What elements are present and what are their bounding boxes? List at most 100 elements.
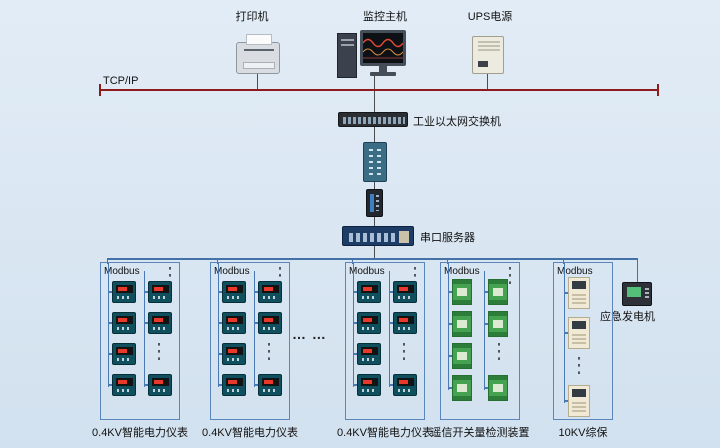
meter-buttons bbox=[117, 389, 132, 392]
tcpip-endcap-left bbox=[99, 84, 101, 96]
modbus-group-1: Modbus⋮⋮ bbox=[100, 262, 180, 420]
power-meter bbox=[148, 312, 172, 334]
power-meter bbox=[258, 374, 282, 396]
meter-digits bbox=[118, 318, 127, 322]
modbus-group-5: Modbus⋮ bbox=[553, 262, 613, 420]
modbus-drop-line bbox=[447, 258, 448, 264]
meter-buttons bbox=[398, 296, 413, 299]
protection-relay bbox=[568, 277, 590, 309]
device-connector-stub bbox=[484, 291, 488, 293]
meter-digits bbox=[228, 287, 237, 291]
power-meter bbox=[222, 374, 246, 396]
meter-buttons bbox=[227, 389, 242, 392]
device-connector-stub bbox=[448, 355, 452, 357]
meter-buttons bbox=[117, 358, 132, 361]
device-connector-stub bbox=[144, 322, 148, 324]
backbone-segment bbox=[374, 127, 375, 142]
tcpip-label: TCP/IP bbox=[103, 75, 139, 87]
remote-signal-module bbox=[452, 279, 472, 305]
modbus-branch-line bbox=[448, 263, 449, 390]
meter-digits bbox=[363, 380, 372, 384]
power-meter bbox=[393, 281, 417, 303]
device-connector-stub bbox=[108, 322, 112, 324]
terminal-strip bbox=[489, 300, 507, 304]
modbus-drop-line bbox=[107, 258, 108, 264]
remote-signal-module bbox=[488, 279, 508, 305]
terminal-strip bbox=[453, 396, 471, 400]
terminal-strip bbox=[453, 332, 471, 336]
device-connector-stub bbox=[108, 384, 112, 386]
meter-digits bbox=[154, 380, 163, 384]
device-connector-stub bbox=[108, 353, 112, 355]
device-connector-stub bbox=[254, 322, 258, 324]
tower-drive-slot bbox=[341, 44, 354, 46]
modbus-label: Modbus bbox=[557, 266, 593, 277]
serial-server-label: 串口服务器 bbox=[420, 232, 475, 244]
remote-signal-module bbox=[488, 375, 508, 401]
device-connector-stub bbox=[108, 291, 112, 293]
relay-vents bbox=[572, 402, 586, 412]
ethernet-switch-label: 工业以太网交换机 bbox=[413, 116, 501, 128]
tower-drive-slot bbox=[341, 39, 354, 41]
relay-display bbox=[572, 321, 586, 329]
power-meter bbox=[357, 281, 381, 303]
terminal-strip bbox=[453, 312, 471, 316]
terminal-strip bbox=[453, 300, 471, 304]
switch-ports bbox=[343, 117, 405, 124]
power-meter bbox=[393, 374, 417, 396]
backbone-segment bbox=[374, 246, 375, 258]
device-connector-stub bbox=[353, 291, 357, 293]
module-label-area bbox=[493, 320, 503, 328]
terminal-strip bbox=[453, 280, 471, 284]
module-label-area bbox=[457, 288, 467, 296]
ellipsis-vertical-icon: ⋮ bbox=[397, 338, 411, 363]
device-connector-stub bbox=[353, 353, 357, 355]
ups-icon bbox=[472, 36, 504, 74]
device-connector-stub bbox=[254, 384, 258, 386]
meter-digits bbox=[228, 380, 237, 384]
monitor-uplink-line bbox=[374, 76, 375, 90]
device-connector-stub bbox=[564, 292, 568, 294]
meter-buttons bbox=[153, 296, 168, 299]
power-meter bbox=[357, 374, 381, 396]
meter-digits bbox=[228, 318, 237, 322]
device-connector-stub bbox=[484, 387, 488, 389]
group-caption: 0.4KV智能电力仪表 bbox=[337, 427, 433, 439]
power-meter bbox=[148, 281, 172, 303]
modbus-branch-line bbox=[144, 271, 145, 387]
modbus-branch-line bbox=[353, 263, 354, 387]
generator-drop-line bbox=[637, 258, 638, 282]
meter-buttons bbox=[362, 296, 377, 299]
power-meter bbox=[357, 312, 381, 334]
group-caption: 0.4KV智能电力仪表 bbox=[92, 427, 188, 439]
printer-label: 打印机 bbox=[235, 11, 269, 23]
terminal-strip bbox=[453, 364, 471, 368]
module-label-area bbox=[457, 352, 467, 360]
modbus-drop-line bbox=[217, 258, 218, 264]
protection-relay bbox=[568, 317, 590, 349]
protection-relay bbox=[568, 385, 590, 417]
meter-buttons bbox=[263, 327, 278, 330]
monitor-stand bbox=[379, 66, 387, 72]
remote-signal-module bbox=[488, 311, 508, 337]
tcpip-endcap-right bbox=[657, 84, 659, 96]
meter-buttons bbox=[362, 327, 377, 330]
remote-signal-module bbox=[452, 375, 472, 401]
meter-digits bbox=[264, 287, 273, 291]
generator-screen bbox=[627, 287, 641, 297]
group-caption: 10KV综保 bbox=[558, 427, 608, 439]
modbus-branch-line bbox=[389, 271, 390, 387]
ellipsis-vertical-icon: ⋮ bbox=[492, 338, 506, 363]
monitor-label: 监控主机 bbox=[363, 11, 407, 23]
meter-buttons bbox=[398, 389, 413, 392]
meter-buttons bbox=[153, 389, 168, 392]
modbus-branch-line bbox=[108, 263, 109, 387]
meter-digits bbox=[154, 318, 163, 322]
meter-buttons bbox=[362, 358, 377, 361]
meter-digits bbox=[264, 380, 273, 384]
modbus-label: Modbus bbox=[349, 266, 385, 277]
remote-signal-module bbox=[452, 311, 472, 337]
terminal-strip bbox=[453, 344, 471, 348]
pc-tower-icon bbox=[337, 33, 357, 78]
power-meter bbox=[357, 343, 381, 365]
